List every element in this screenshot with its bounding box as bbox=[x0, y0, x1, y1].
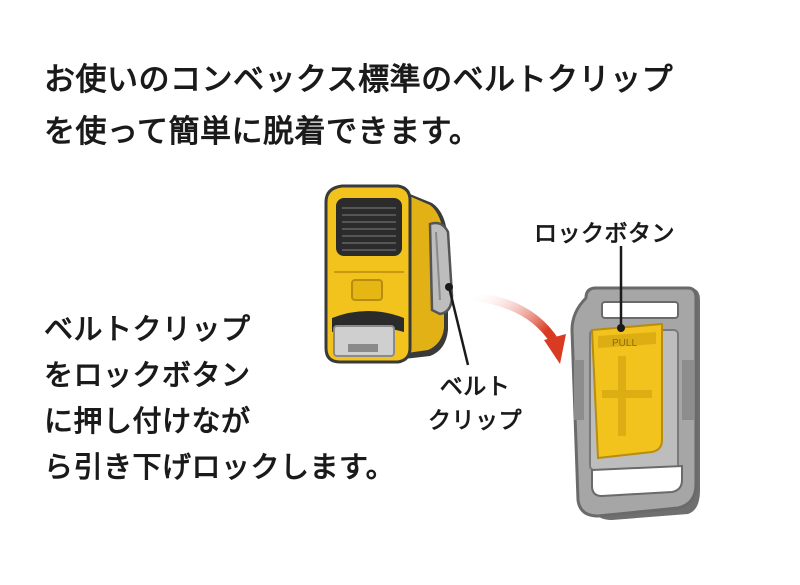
belt-clip-leader bbox=[447, 286, 470, 366]
belt-clip-label: ベルト クリップ bbox=[428, 370, 522, 438]
instruction-line-1: ベルトクリップ bbox=[44, 312, 251, 346]
headline-line-2: を使って簡単に脱着できます。 bbox=[44, 114, 481, 150]
instruction-line-3: に押し付けなが bbox=[44, 404, 251, 438]
belt-clip bbox=[428, 221, 454, 316]
belt-clip-label-line-2: クリップ bbox=[428, 408, 522, 434]
instructions: ベルトクリップ をロックボタン に押し付けなが ら引き下げロックします。 bbox=[44, 306, 395, 490]
instruction-line-2: をロックボタン bbox=[44, 358, 251, 392]
lock-button-label: ロックボタン bbox=[534, 221, 675, 247]
lock-button-marker bbox=[617, 324, 625, 332]
lock-slider bbox=[351, 279, 383, 301]
instruction-line-4: ら引き下げロックします。 bbox=[44, 450, 396, 484]
direction-arrow bbox=[465, 291, 566, 364]
grip-pad bbox=[336, 198, 402, 256]
clip-holder: PULL bbox=[570, 286, 700, 520]
headline-line-1: お使いのコンベックス標準のベルトクリップ bbox=[44, 62, 674, 98]
belt-clip-label-line-1: ベルト bbox=[439, 374, 511, 400]
headline: お使いのコンベックス標準のベルトクリップ を使って簡単に脱着できます。 bbox=[44, 54, 673, 158]
tape-measure bbox=[324, 184, 454, 364]
pull-mark: PULL bbox=[612, 338, 637, 349]
